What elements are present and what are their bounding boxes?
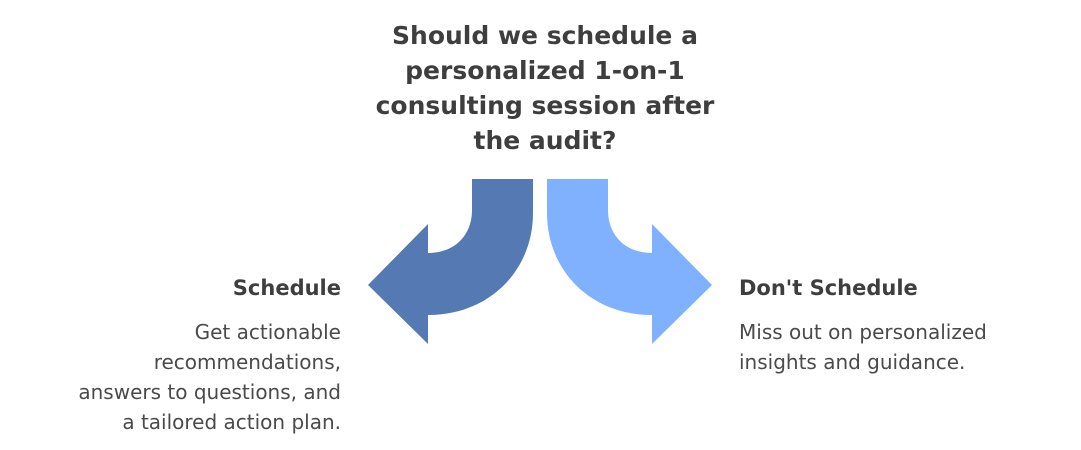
right-arrow-icon <box>547 179 712 344</box>
description-line: insights and guidance. <box>739 350 966 374</box>
left-arrow-icon <box>368 179 533 344</box>
description-line: recommendations, <box>153 350 341 374</box>
title-line: Should we schedule a <box>392 21 698 50</box>
option-label-dont-schedule: Don't Schedule <box>739 276 918 300</box>
title-line: consulting session after <box>375 91 715 120</box>
option-description-dont-schedule: Miss out on personalized insights and gu… <box>739 317 987 377</box>
option-label-schedule: Schedule <box>232 276 341 300</box>
title-line: personalized 1-on-1 <box>405 56 685 85</box>
option-description-schedule: Get actionable recommendations, answers … <box>78 317 341 437</box>
description-line: Get actionable <box>194 320 341 344</box>
title-line: the audit? <box>473 126 617 155</box>
description-line: Miss out on personalized <box>739 320 987 344</box>
description-line: a tailored action plan. <box>122 410 341 434</box>
decision-question: Should we schedule a personalized 1-on-1… <box>285 18 805 158</box>
description-line: answers to questions, and <box>78 380 341 404</box>
